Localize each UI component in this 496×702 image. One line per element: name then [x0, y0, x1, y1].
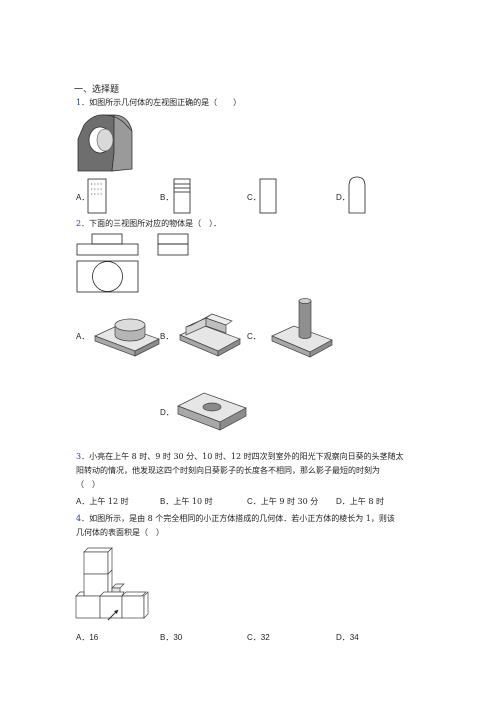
section-title: 一、选择题 [74, 84, 120, 94]
q2-option-d-figure[interactable] [176, 386, 248, 434]
q2-option-a-label[interactable]: A． [76, 332, 90, 341]
q3-option-b[interactable]: B．上午 10 时 [160, 496, 213, 507]
q3-option-a-letter: A． [76, 497, 90, 506]
q4-option-c-letter: C． [247, 633, 261, 642]
q1-stem: 1．如图所示几何体的左视图正确的是（ ） [76, 97, 241, 108]
q1-option-b-label[interactable]: B． [160, 193, 174, 202]
q4-option-d[interactable]: D．34 [336, 632, 359, 643]
q3-option-d[interactable]: D．上午 8 时 [336, 496, 384, 507]
q1-number: 1． [76, 98, 90, 107]
q2-side-view [157, 233, 189, 256]
q1-option-a-figure[interactable] [87, 178, 107, 214]
q2-option-d-label[interactable]: D． [160, 408, 174, 417]
q2-option-b-figure[interactable] [178, 309, 244, 357]
q4-text-line1: 如图所示，是由 8 个完全相同的小正方体搭成的几何体．若小正方体的棱长为 1，则… [89, 514, 395, 523]
q4-option-b-text: 30 [173, 633, 183, 642]
q3-option-b-letter: B． [160, 497, 174, 506]
q3-option-a[interactable]: A．上午 12 时 [76, 496, 129, 507]
q2-option-a-figure[interactable] [93, 311, 161, 357]
q1-text: 如图所示几何体的左视图正确的是（ ） [89, 98, 242, 107]
q3-option-c-text: 上午 9 时 30 分 [260, 497, 319, 506]
q2-number: 2． [76, 219, 90, 228]
q4-text-line2: 几何体的表面积是（ ） [76, 528, 164, 537]
q2-top-view [76, 260, 139, 293]
q4-option-b[interactable]: B．30 [160, 632, 182, 643]
q3-option-c[interactable]: C．上午 9 时 30 分 [247, 496, 318, 507]
q1-option-c-label[interactable]: C． [247, 193, 261, 202]
q4-cube-stack-figure [75, 547, 149, 621]
q1-option-d-figure[interactable] [348, 176, 366, 214]
q3-option-a-text: 上午 12 时 [89, 497, 129, 506]
q4-option-a-text: 16 [89, 633, 99, 642]
q1-option-a-label[interactable]: A． [76, 193, 90, 202]
q1-solid-figure [77, 114, 133, 172]
q4-option-c[interactable]: C．32 [247, 632, 270, 643]
q4-number: 4． [76, 514, 90, 523]
q4-stem-line1: 4．如图所示，是由 8 个完全相同的小正方体搭成的几何体．若小正方体的棱长为 1… [76, 513, 395, 524]
q3-option-c-letter: C． [247, 497, 261, 506]
q3-text-line1: 小亮在上午 8 时、9 时 30 分、10 时、12 时四次到室外的阳光下观察向… [89, 452, 404, 461]
q2-front-view [76, 233, 139, 256]
q3-option-d-letter: D． [336, 497, 350, 506]
q4-option-d-text: 34 [349, 633, 359, 642]
q4-option-d-letter: D． [336, 633, 350, 642]
q4-option-c-text: 32 [260, 633, 270, 642]
q3-option-b-text: 上午 10 时 [173, 497, 213, 506]
q2-stem: 2．下面的三视图所对应的物体是（ ）． [76, 218, 221, 229]
q1-option-b-figure[interactable] [173, 178, 191, 214]
q2-option-c-figure[interactable] [270, 296, 336, 358]
q2-text: 下面的三视图所对应的物体是（ ）． [89, 219, 222, 228]
q3-stem-line1: 3．小亮在上午 8 时、9 时 30 分、10 时、12 时四次到室外的阳光下观… [76, 451, 404, 462]
q3-number: 3． [76, 452, 90, 461]
q2-option-b-label[interactable]: B． [160, 332, 174, 341]
q3-text-line3: （ ） [76, 480, 100, 489]
q4-option-a[interactable]: A．16 [76, 632, 98, 643]
q2-option-c-label[interactable]: C． [247, 332, 261, 341]
q1-option-d-label[interactable]: D． [336, 193, 350, 202]
q3-text-line2: 阳转动的情况，他发现这四个时刻向日葵影子的长度各不相同，那么影子最短的时刻为 [76, 466, 380, 475]
q4-option-a-letter: A． [76, 633, 90, 642]
q1-option-c-figure[interactable] [259, 178, 277, 214]
q3-option-d-text: 上午 8 时 [349, 497, 384, 506]
q4-option-b-letter: B． [160, 633, 174, 642]
